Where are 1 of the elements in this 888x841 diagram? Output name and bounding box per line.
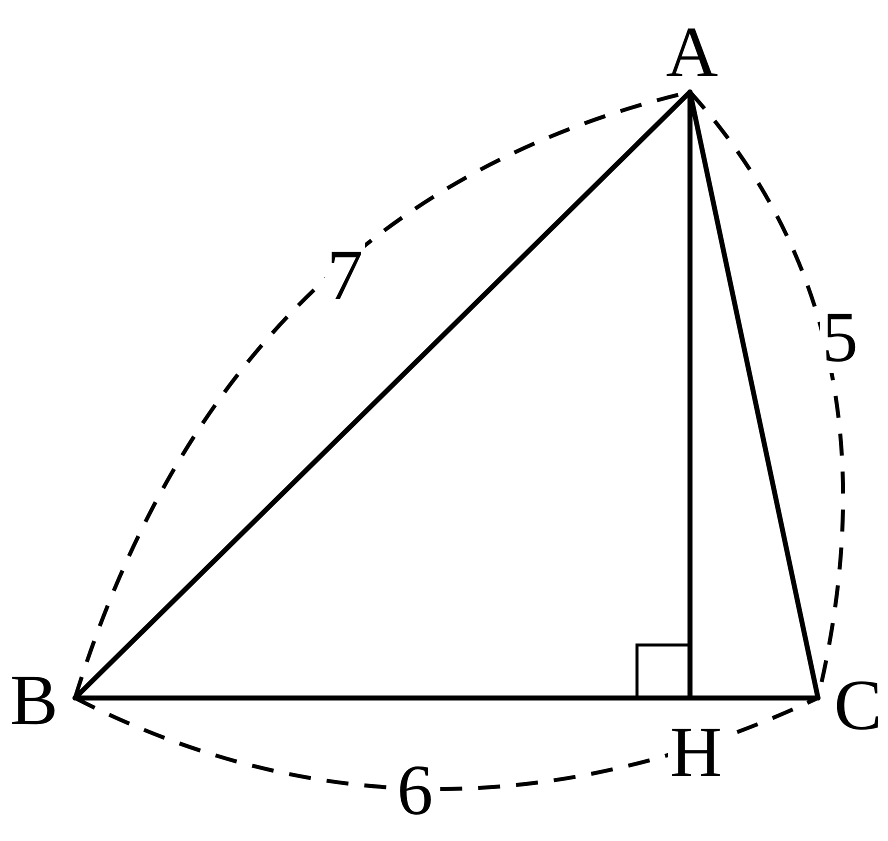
line-segment [72,696,820,700]
